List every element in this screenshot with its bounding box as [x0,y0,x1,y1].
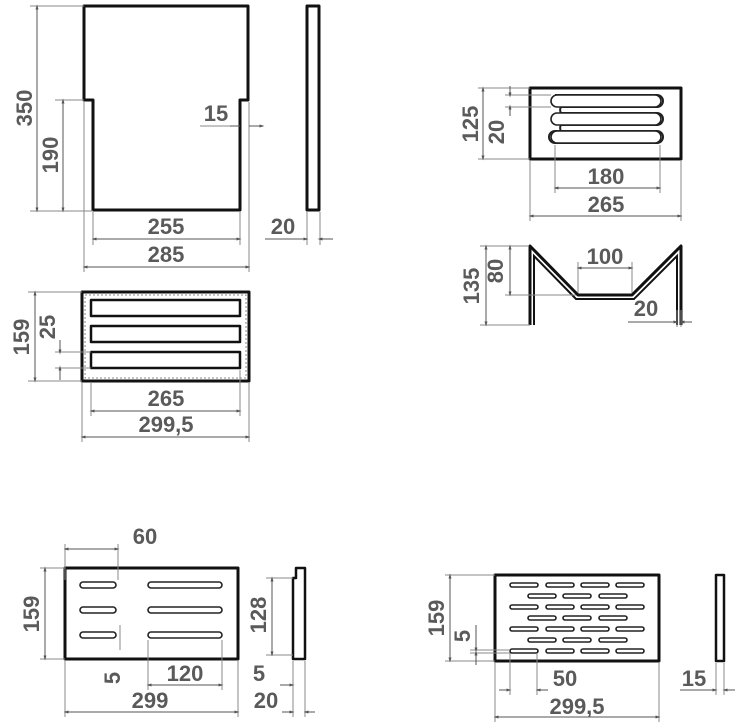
dim-265: 265 [148,386,185,411]
dim-135: 135 [459,268,484,305]
two-column-slots [79,581,223,639]
two-column-panel-drawing: 60 159 5 120 299 128 5 20 [19,524,315,717]
dim-299: 299 [132,688,169,713]
perforation-slot [580,582,610,588]
perforation-slot [527,637,557,643]
dim-299-5: 299,5 [138,412,193,437]
dim-159-perf: 159 [424,600,449,637]
perforation-slot [615,626,645,632]
perforated-panel-outline [493,573,661,663]
perforation-slot [545,626,575,632]
perforation-slot [527,593,557,599]
two-column-panel-outline [63,566,240,661]
dim-265-serp: 265 [588,192,625,217]
perforated-side-view [714,573,726,663]
perforated-panel-drawing: 159 5 50 299,5 15 [424,573,735,722]
dim-100: 100 [587,244,624,269]
perforation-slot [562,637,592,643]
perforation-slot [545,648,575,654]
perforation-slot [598,615,628,621]
dim-180: 180 [588,164,625,189]
perforation-slot [598,637,628,643]
dim-15-perf: 15 [682,666,706,691]
perforation-slot [598,593,628,599]
two-column-side-view [291,566,307,661]
perforation-slot [509,604,539,610]
perforation-slot [562,615,592,621]
dim-60: 60 [133,524,157,549]
perforation-slot [545,582,575,588]
perforation-slot [615,582,645,588]
dim-5-lip: 5 [253,661,265,686]
dim-159: 159 [9,319,34,356]
dim-20: 20 [271,214,295,239]
dim-20-side: 20 [254,688,278,713]
perforation-slot [615,604,645,610]
dim-20-profile: 20 [634,296,658,321]
dim-120: 120 [167,661,204,686]
perforation-slot [580,626,610,632]
serpentine-panel-drawing: 125 20 180 265 [458,86,683,221]
dim-128: 128 [246,597,271,634]
slotted-panel-drawing: 159 25 265 299,5 [9,290,251,442]
perforated-slots [509,582,645,654]
dim-15: 15 [204,101,228,126]
dim-190: 190 [38,137,63,174]
dim-25: 25 [35,315,60,339]
dim-50: 50 [553,666,577,691]
dim-20-slot: 20 [484,120,509,144]
back-panel-drawing: 350 190 15 255 285 20 [12,4,333,272]
perforation-slot [527,615,557,621]
perforation-slot [545,604,575,610]
perforation-slot [615,648,645,654]
dim-159-two: 159 [19,596,44,633]
dim-350: 350 [12,90,37,127]
perforation-slot [580,604,610,610]
dim-80: 80 [483,259,508,283]
back-panel-outline [82,4,250,212]
v-profile-drawing: 135 80 100 20 [459,244,692,327]
dim-5-gap: 5 [100,672,125,684]
serpentine-panel-outline [528,86,683,161]
dim-255: 255 [148,214,185,239]
perforation-slot [509,582,539,588]
back-panel-side-view [305,4,321,212]
dim-125: 125 [458,106,483,143]
perforation-slot [509,626,539,632]
dim-285: 285 [148,242,185,267]
slotted-panel-outline [80,290,251,383]
perforation-slot [580,648,610,654]
perforation-slot [562,593,592,599]
dim-5-perf: 5 [450,630,475,642]
dim-299-5-perf: 299,5 [549,694,604,719]
perforation-slot [509,648,539,654]
v-profile-outline [528,244,683,325]
